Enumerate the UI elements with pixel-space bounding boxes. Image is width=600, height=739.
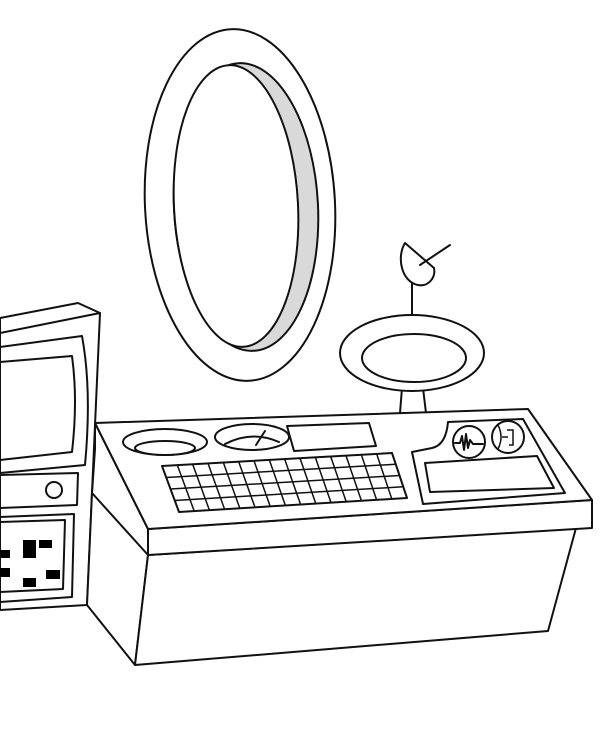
right-display	[424, 455, 555, 493]
indicator-light	[39, 540, 52, 548]
waveform-icon[interactable]	[452, 425, 486, 459]
console-screen	[286, 422, 377, 452]
indicator-light	[23, 540, 36, 549]
round-button-icon[interactable]	[45, 481, 63, 499]
key-row-divider	[166, 463, 396, 479]
indicator-light	[23, 549, 36, 558]
indicator-light	[23, 578, 36, 587]
control-console	[86, 408, 593, 666]
monitor-button-panel	[0, 472, 79, 509]
gauge-needle-icon	[255, 430, 266, 446]
keyboard[interactable]	[161, 452, 408, 513]
monitor-unit	[0, 302, 101, 611]
indicator-light	[0, 568, 10, 577]
indicator-light	[0, 550, 10, 558]
key-row-divider	[170, 474, 400, 490]
indicator-light	[46, 570, 60, 579]
monitor-screen	[0, 355, 76, 461]
satellite-dish-icon	[399, 242, 451, 317]
key-row-divider	[174, 486, 404, 502]
indicator-lights	[0, 540, 60, 587]
oval-portal	[143, 28, 337, 382]
transistor-icon[interactable]	[491, 420, 525, 454]
